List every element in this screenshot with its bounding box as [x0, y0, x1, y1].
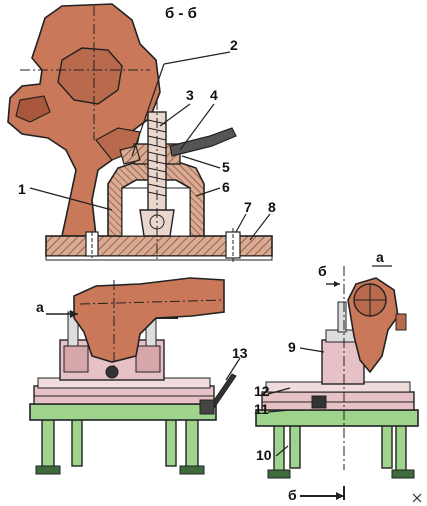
callout-6: 6 — [222, 179, 230, 195]
table-top-front — [29, 403, 217, 421]
clamp-handle — [169, 127, 237, 157]
housing-section — [107, 161, 205, 237]
callout-10: 10 — [256, 447, 272, 463]
side-view — [255, 265, 419, 500]
callout-2: 2 — [230, 37, 238, 53]
view-mark-b-bottom: б — [288, 487, 297, 503]
body-9 — [321, 339, 365, 385]
callout-4: 4 — [210, 87, 218, 103]
front-view — [29, 277, 241, 475]
view-mark-a-top: а — [376, 249, 384, 265]
section-title: б - б — [165, 5, 197, 22]
view-mark-b-top: б — [318, 263, 327, 279]
callout-1: 1 — [18, 181, 26, 197]
section-view — [7, 3, 273, 262]
callout-5: 5 — [222, 159, 230, 175]
table-top-side — [255, 409, 419, 427]
callout-11: 11 — [254, 401, 269, 417]
corner-close-icon — [412, 493, 422, 503]
callout-7: 7 — [244, 199, 252, 215]
workpiece-front — [73, 277, 225, 363]
view-mark-a-front: а — [36, 299, 44, 315]
callout-3: 3 — [186, 87, 194, 103]
callout-9: 9 — [288, 339, 296, 355]
callout-12: 12 — [254, 383, 270, 399]
callout-13: 13 — [232, 345, 248, 361]
callout-8: 8 — [268, 199, 276, 215]
